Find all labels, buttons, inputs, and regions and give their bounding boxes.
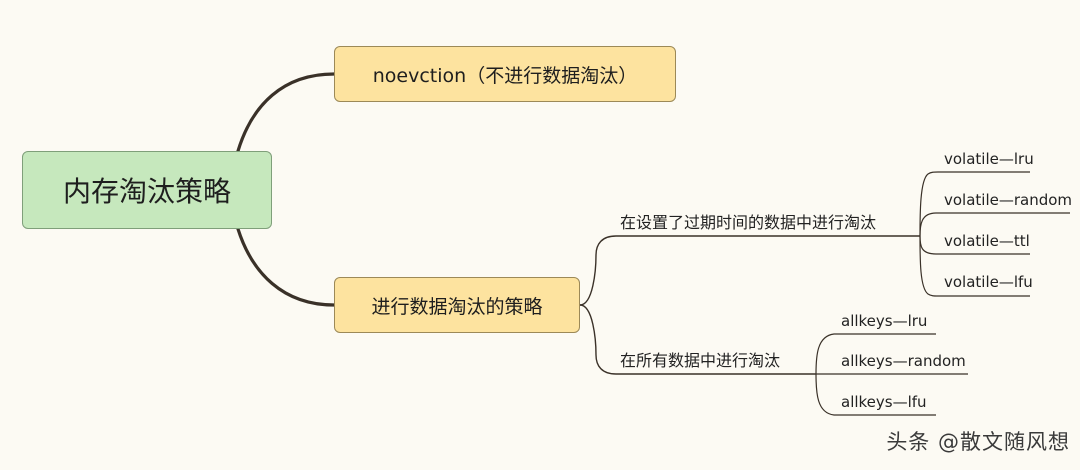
leaf-allkeys-lru[interactable]: allkeys—lru <box>841 312 928 330</box>
leaf-volatile-random[interactable]: volatile—random <box>944 191 1073 209</box>
branch-node-eviction-strategy-label: 进行数据淘汰的策略 <box>371 295 543 318</box>
subnode-volatile-group-label[interactable]: 在设置了过期时间的数据中进行淘汰 <box>620 213 877 232</box>
leaf-volatile-ttl[interactable]: volatile—ttl <box>944 232 1030 250</box>
connector-root-to-noevction <box>236 72 336 153</box>
root-node-label: 内存淘汰策略 <box>62 175 231 208</box>
connector-eviction-to-volatile-group <box>579 235 920 306</box>
leaf-allkeys-lfu[interactable]: allkeys—lfu <box>841 393 927 411</box>
watermark-text: 头条 @散文随风想 <box>886 430 1070 454</box>
branch-node-noevction[interactable]: noevction（不进行数据淘汰） <box>334 46 676 102</box>
branch-node-eviction-strategy[interactable]: 进行数据淘汰的策略 <box>334 277 580 333</box>
connector-root-to-eviction-strategy <box>236 227 336 307</box>
leaf-allkeys-random[interactable]: allkeys—random <box>841 352 966 370</box>
branch-node-noevction-label: noevction（不进行数据淘汰） <box>372 64 638 87</box>
leaf-volatile-lfu[interactable]: volatile—lfu <box>944 273 1033 291</box>
root-node[interactable]: 内存淘汰策略 <box>22 151 272 229</box>
subnode-allkeys-group-label[interactable]: 在所有数据中进行淘汰 <box>620 351 781 370</box>
leaf-volatile-lru[interactable]: volatile—lru <box>944 150 1034 168</box>
